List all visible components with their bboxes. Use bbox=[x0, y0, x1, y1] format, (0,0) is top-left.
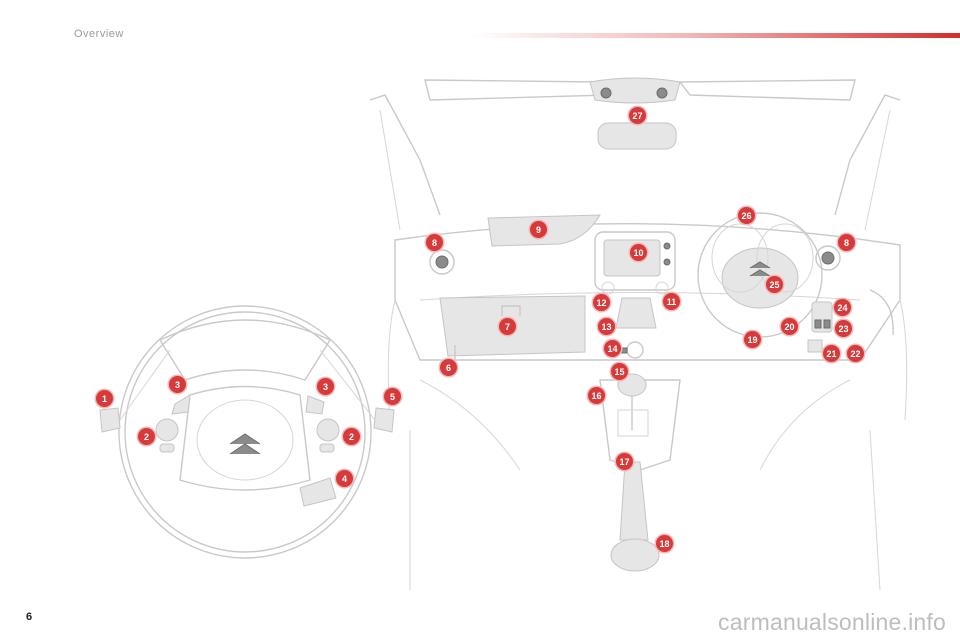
callout-17: 17 bbox=[616, 453, 633, 470]
handbrake bbox=[619, 461, 649, 541]
steering-wheel-detail-ring bbox=[118, 305, 372, 559]
header-accent-bar bbox=[470, 33, 960, 38]
callout-11: 11 bbox=[663, 293, 680, 310]
callout-20: 20 bbox=[781, 318, 798, 335]
callout-21: 21 bbox=[823, 345, 840, 362]
left-air-vent bbox=[429, 249, 455, 275]
callout-18: 18 bbox=[656, 535, 673, 552]
callout-19: 19 bbox=[744, 331, 761, 348]
right-wheel-button bbox=[316, 418, 340, 442]
heating-controls bbox=[615, 297, 657, 329]
callout-10: 10 bbox=[630, 244, 647, 261]
callout-3-right: 3 bbox=[317, 378, 334, 395]
cup-holder bbox=[610, 538, 660, 572]
left-stalk bbox=[99, 407, 121, 433]
callout-25: 25 bbox=[766, 276, 783, 293]
callout-22: 22 bbox=[847, 345, 864, 362]
section-title: Overview bbox=[74, 28, 124, 40]
callout-6: 6 bbox=[440, 359, 457, 376]
callout-7: 7 bbox=[499, 318, 516, 335]
page-number: 6 bbox=[26, 611, 33, 623]
callout-27: 27 bbox=[629, 107, 646, 124]
callout-3-left: 3 bbox=[169, 376, 186, 393]
callout-26: 26 bbox=[738, 207, 755, 224]
wheel-adjust-lever bbox=[299, 477, 337, 507]
callout-14: 14 bbox=[604, 340, 621, 357]
callout-8-left: 8 bbox=[426, 234, 443, 251]
left-wheel-button bbox=[155, 418, 179, 442]
callout-1: 1 bbox=[96, 390, 113, 407]
callout-2-left: 2 bbox=[138, 428, 155, 445]
paddle-minus bbox=[171, 394, 191, 415]
callout-13: 13 bbox=[598, 318, 615, 335]
callout-16: 16 bbox=[588, 387, 605, 404]
map-light-left bbox=[600, 87, 612, 99]
callout-5: 5 bbox=[384, 388, 401, 405]
auxiliary-socket bbox=[626, 341, 644, 359]
callout-24: 24 bbox=[834, 299, 851, 316]
rear-view-mirror bbox=[597, 122, 677, 150]
callout-2-right: 2 bbox=[343, 428, 360, 445]
callout-15: 15 bbox=[611, 363, 628, 380]
overhead-console bbox=[589, 77, 681, 104]
callout-4: 4 bbox=[336, 470, 353, 487]
callout-9: 9 bbox=[530, 221, 547, 238]
right-air-vent bbox=[815, 245, 841, 271]
callout-12: 12 bbox=[593, 294, 610, 311]
watermark: carmanualsonline.info bbox=[718, 609, 946, 635]
center-console-frame bbox=[594, 231, 676, 291]
paddle-plus bbox=[305, 395, 325, 415]
callout-8-right: 8 bbox=[838, 234, 855, 251]
callout-23: 23 bbox=[835, 320, 852, 337]
right-stalk bbox=[373, 407, 395, 433]
map-light-right bbox=[656, 87, 668, 99]
